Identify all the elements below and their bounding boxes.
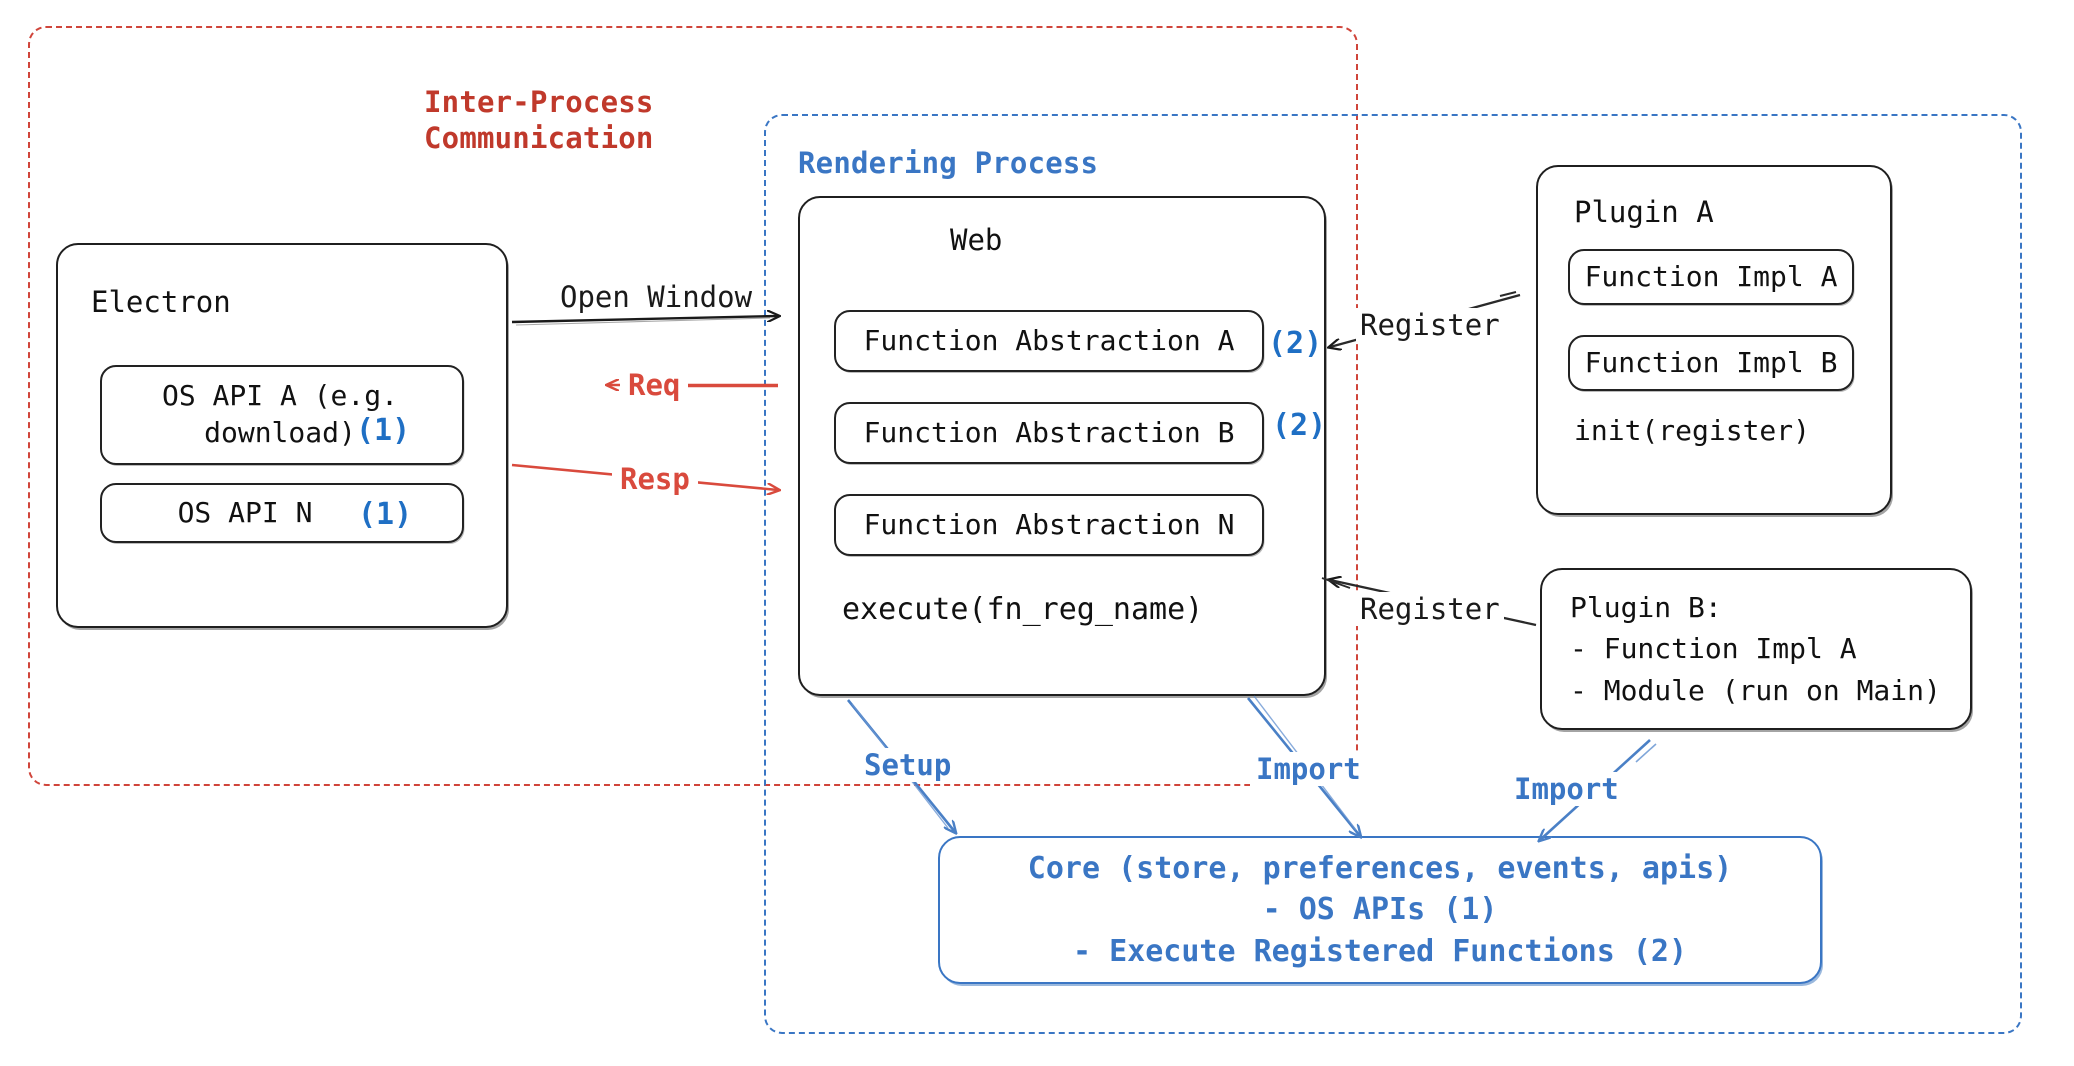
- web-title: Web: [950, 223, 1003, 257]
- function-abstraction-a-label: Function Abstraction A: [863, 323, 1235, 357]
- edge-label-import-web: Import: [1250, 752, 1367, 786]
- function-abstraction-n-box[interactable]: Function Abstraction N: [834, 494, 1264, 556]
- web-box: Web Function Abstraction A Function Abst…: [798, 196, 1326, 696]
- group-label-rendering-process: Rendering Process: [798, 146, 1099, 180]
- edge-label-import-plugin: Import: [1508, 772, 1625, 806]
- function-abstraction-a-marker: (2): [1268, 326, 1323, 361]
- os-api-n-box[interactable]: OS API N: [100, 483, 464, 543]
- function-impl-a-label: Function Impl A: [1584, 259, 1838, 293]
- plugin-b-text: Plugin B: - Function Impl A - Module (ru…: [1570, 590, 1941, 707]
- function-abstraction-a-box[interactable]: Function Abstraction A: [834, 310, 1264, 372]
- function-abstraction-b-box[interactable]: Function Abstraction B: [834, 402, 1264, 464]
- function-abstraction-b-label: Function Abstraction B: [863, 415, 1235, 449]
- edge-label-setup: Setup: [858, 748, 958, 782]
- edge-label-req: Req: [620, 368, 689, 402]
- function-abstraction-b-marker: (2): [1272, 408, 1327, 443]
- os-api-n-label: OS API N: [177, 495, 313, 529]
- edge-label-register-plugin-b: Register: [1356, 592, 1504, 626]
- group-inter-process-communication: [28, 26, 1358, 786]
- plugin-a-box: Plugin A Function Impl A Function Impl B…: [1536, 165, 1892, 515]
- electron-title: Electron: [91, 285, 231, 319]
- plugin-a-title: Plugin A: [1574, 195, 1714, 229]
- web-execute-label: execute(fn_reg_name): [842, 592, 1204, 627]
- function-abstraction-n-label: Function Abstraction N: [863, 507, 1235, 541]
- group-label-inter-process-communication: Inter-Process Communication: [424, 85, 654, 156]
- edge-label-register-plugin-a: Register: [1356, 308, 1504, 342]
- function-impl-a-box[interactable]: Function Impl A: [1568, 249, 1854, 305]
- core-line-3: - Execute Registered Functions (2): [1072, 933, 1688, 969]
- electron-box: Electron OS API A (e.g. download) (1) OS…: [56, 243, 508, 628]
- function-impl-b-label: Function Impl B: [1584, 345, 1838, 379]
- os-api-a-box[interactable]: OS API A (e.g. download): [100, 365, 464, 465]
- plugin-a-init-label: init(register): [1574, 414, 1811, 447]
- edge-label-resp: Resp: [612, 462, 698, 496]
- core-box: Core (store, preferences, events, apis) …: [938, 836, 1822, 984]
- edge-label-open-window: Open Window: [560, 280, 753, 314]
- core-line-2: - OS APIs (1): [1262, 892, 1498, 928]
- function-impl-b-box[interactable]: Function Impl B: [1568, 335, 1854, 391]
- os-api-a-label: OS API A (e.g. download): [161, 379, 398, 449]
- os-api-n-marker: (1): [358, 497, 413, 532]
- group-rendering-process: [764, 114, 2022, 1034]
- core-line-1: Core (store, preferences, events, apis): [1027, 850, 1733, 886]
- plugin-b-box: Plugin B: - Function Impl A - Module (ru…: [1540, 568, 1972, 730]
- os-api-a-marker: (1): [356, 413, 411, 448]
